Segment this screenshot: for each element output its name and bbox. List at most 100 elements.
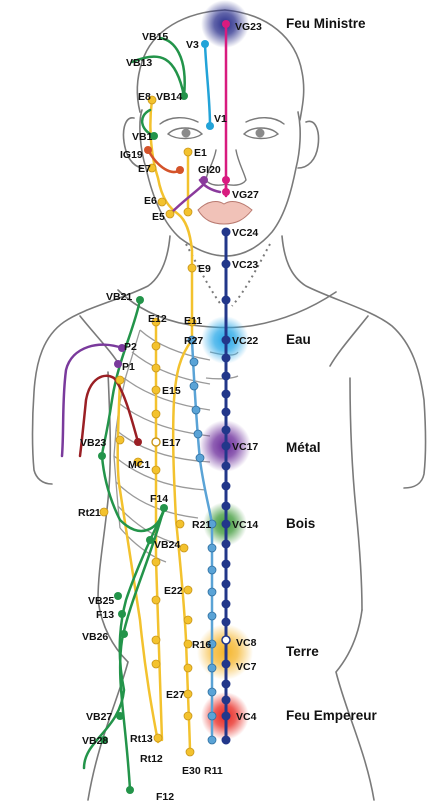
label-vb24: VB24: [154, 539, 180, 551]
point-e: [184, 616, 192, 624]
point-f12: [126, 786, 134, 794]
point-e: [152, 364, 160, 372]
label-rt13: Rt13: [130, 733, 153, 745]
point-vc: [222, 296, 230, 304]
label-vc14: VC14: [232, 519, 258, 531]
label-vc17: VC17: [232, 441, 258, 453]
point-vc: [222, 408, 230, 416]
label-e1: E1: [194, 147, 207, 159]
point-ig: [176, 166, 184, 174]
label-rt12: Rt12: [140, 753, 163, 765]
point-e: [152, 636, 160, 644]
label-vb23: VB23: [80, 437, 106, 449]
label-e8: E8: [138, 91, 151, 103]
point-vb21: [136, 296, 144, 304]
label-vb21: VB21: [106, 291, 132, 303]
point-vg27: [222, 188, 230, 196]
label-e6: E6: [144, 195, 157, 207]
point-r: [208, 612, 216, 620]
point-e9: [188, 264, 196, 272]
label-vb1: VB1: [132, 131, 153, 143]
label-vb26: VB26: [82, 631, 108, 643]
point-e: [180, 544, 188, 552]
label-vg23: VG23: [235, 21, 262, 33]
label-r11: R11: [204, 765, 223, 777]
label-vb28: VB28: [82, 735, 108, 747]
label-e15: E15: [162, 385, 181, 397]
label-rt21: Rt21: [78, 507, 101, 519]
label-e5: E5: [152, 211, 165, 223]
label-vc7: VC7: [236, 661, 257, 673]
point-vb25: [114, 592, 122, 600]
label-ig19: IG19: [120, 149, 143, 161]
element-label-feu-ministre: Feu Ministre: [286, 16, 366, 31]
label-vc8: VC8: [236, 637, 257, 649]
point-e22: [184, 586, 192, 594]
point-vc: [222, 618, 230, 626]
point-vc17: [222, 442, 230, 450]
point-e6: [158, 198, 166, 206]
point-vc: [222, 390, 230, 398]
label-f12: F12: [156, 791, 174, 803]
point-vc4: [222, 712, 230, 720]
label-vb27: VB27: [86, 711, 112, 723]
point-r: [196, 454, 204, 462]
point-vc23: [222, 260, 230, 268]
point-vg: [222, 176, 230, 184]
point-vg23: [222, 20, 230, 28]
point-r: [208, 544, 216, 552]
point-vc: [222, 462, 230, 470]
point-vc: [222, 372, 230, 380]
point-e: [184, 712, 192, 720]
label-e11: E11: [184, 315, 202, 327]
point-r: [208, 712, 216, 720]
point-e: [116, 376, 124, 384]
point-r: [208, 566, 216, 574]
point-v1: [206, 122, 214, 130]
point-vc: [222, 354, 230, 362]
point-vc: [222, 560, 230, 568]
point-e: [152, 410, 160, 418]
label-vc23: VC23: [232, 259, 258, 271]
label-e9: E9: [198, 263, 211, 275]
point-gi20: [200, 176, 208, 184]
element-label-bois: Bois: [286, 516, 315, 531]
label-mc1: MC1: [128, 459, 150, 471]
point-e: [152, 466, 160, 474]
point-p1: [114, 360, 122, 368]
point-e30: [186, 748, 194, 756]
point-e27: [184, 690, 192, 698]
label-r21: R21: [192, 519, 211, 531]
meridian-v-line: [205, 44, 210, 126]
label-e30: E30: [182, 765, 201, 777]
point-vc24: [222, 228, 230, 236]
label-vg27: VG27: [232, 189, 259, 201]
point-vc: [222, 540, 230, 548]
point-vc7: [222, 660, 230, 668]
point-e17: [152, 438, 160, 446]
label-v3: V3: [186, 39, 199, 51]
face-details: [160, 118, 284, 185]
label-vc24: VC24: [232, 227, 258, 239]
element-label-terre: Terre: [286, 644, 319, 659]
point-vc: [222, 426, 230, 434]
point-e: [116, 436, 124, 444]
point-vc: [222, 680, 230, 688]
label-e22: E22: [164, 585, 183, 597]
point-e: [184, 208, 192, 216]
point-r: [194, 430, 202, 438]
point-vb26: [120, 630, 128, 638]
point-e5: [166, 210, 174, 218]
point-e: [152, 596, 160, 604]
point-e: [152, 342, 160, 350]
point-vb24: [146, 536, 154, 544]
point-vc: [222, 502, 230, 510]
point-vc: [222, 696, 230, 704]
point-r: [208, 588, 216, 596]
point-vb23: [98, 452, 106, 460]
element-label-eau: Eau: [286, 332, 311, 347]
point-vc14: [222, 520, 230, 528]
label-vb14: VB14: [156, 91, 182, 103]
point-ig19: [144, 146, 152, 154]
